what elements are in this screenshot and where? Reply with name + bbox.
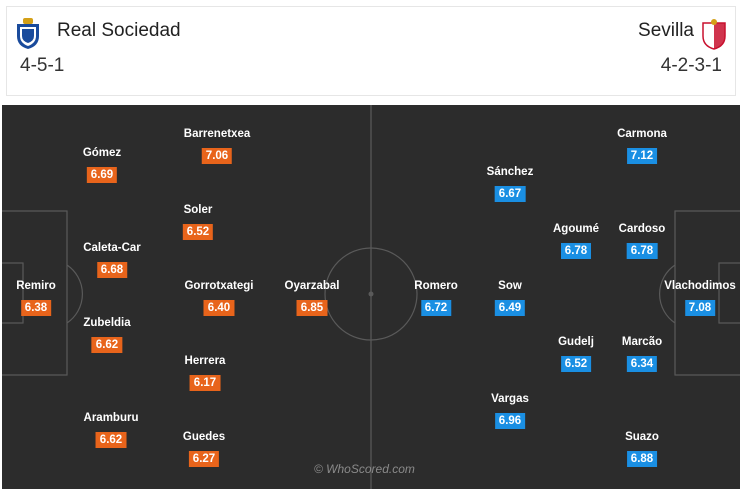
- player-rating: 6.78: [626, 243, 658, 259]
- player-cardoso[interactable]: Cardoso 6.78: [618, 223, 666, 259]
- real-sociedad-crest-icon: [14, 18, 42, 50]
- player-vargas[interactable]: Vargas 6.96: [491, 393, 529, 429]
- player-gudelj[interactable]: Gudelj 6.52: [558, 336, 594, 372]
- player-rating: 6.52: [560, 356, 592, 372]
- pitch-markings: [2, 105, 740, 489]
- player-herrera[interactable]: Herrera 6.17: [184, 355, 226, 391]
- match-header: [6, 6, 736, 96]
- player-rating: 6.62: [95, 432, 127, 448]
- away-team-name[interactable]: Sevilla: [638, 20, 694, 41]
- player-rating: 7.08: [684, 300, 716, 316]
- player-aramburu[interactable]: Aramburu 6.62: [83, 412, 139, 448]
- watermark: © WhoScored.com: [314, 462, 415, 476]
- sevilla-crest-icon: [700, 18, 728, 50]
- player-gomez[interactable]: Gómez 6.69: [83, 147, 121, 183]
- player-rating: 6.62: [91, 337, 123, 353]
- player-name: Caleta-Car: [83, 242, 141, 254]
- player-oyarzabal[interactable]: Oyarzabal 6.85: [284, 280, 340, 316]
- player-name: Aramburu: [83, 412, 139, 424]
- player-name: Cardoso: [618, 223, 666, 235]
- player-romero[interactable]: Romero 6.72: [414, 280, 458, 316]
- player-caleta-car[interactable]: Caleta-Car 6.68: [83, 242, 141, 278]
- player-remiro[interactable]: Remiro 6.38: [16, 280, 56, 316]
- home-formation: 4-5-1: [20, 55, 65, 76]
- player-guedes[interactable]: Guedes 6.27: [183, 431, 225, 467]
- player-rating: 6.88: [626, 451, 658, 467]
- pitch: Remiro 6.38 Gómez 6.69 Caleta-Car 6.68 Z…: [2, 105, 740, 489]
- player-name: Soler: [183, 204, 213, 216]
- player-name: Sow: [498, 280, 522, 292]
- player-rating: 6.17: [189, 375, 221, 391]
- player-soler[interactable]: Soler 6.52: [182, 204, 214, 240]
- player-name: Gudelj: [558, 336, 594, 348]
- player-name: Herrera: [184, 355, 226, 367]
- player-name: Sánchez: [486, 166, 534, 178]
- player-name: Barrenetxea: [183, 128, 251, 140]
- player-rating: 6.68: [96, 262, 128, 278]
- player-rating: 6.49: [494, 300, 526, 316]
- player-gorrotxategi[interactable]: Gorrotxategi 6.40: [184, 280, 254, 316]
- player-marcao[interactable]: Marcão 6.34: [622, 336, 662, 372]
- player-name: Remiro: [16, 280, 56, 292]
- player-name: Zubeldia: [83, 317, 131, 329]
- player-name: Suazo: [625, 431, 659, 443]
- player-rating: 6.72: [420, 300, 452, 316]
- player-rating: 6.27: [188, 451, 220, 467]
- home-team-name[interactable]: Real Sociedad: [57, 20, 181, 41]
- player-rating: 6.34: [626, 356, 658, 372]
- player-rating: 6.67: [494, 186, 526, 202]
- player-rating: 7.12: [626, 148, 658, 164]
- player-name: Romero: [414, 280, 458, 292]
- player-name: Vlachodimos: [664, 280, 736, 292]
- player-rating: 6.40: [203, 300, 235, 316]
- player-rating: 6.96: [494, 413, 526, 429]
- player-rating: 6.69: [86, 167, 118, 183]
- player-name: Carmona: [617, 128, 667, 140]
- player-name: Gorrotxategi: [184, 280, 254, 292]
- away-formation: 4-2-3-1: [660, 55, 722, 76]
- player-vlachodimos[interactable]: Vlachodimos 7.08: [664, 280, 736, 316]
- player-barrenetxea[interactable]: Barrenetxea 7.06: [184, 128, 250, 164]
- player-name: Vargas: [491, 393, 529, 405]
- player-name: Agoumé: [553, 223, 599, 235]
- player-name: Gómez: [82, 147, 122, 159]
- player-suazo[interactable]: Suazo 6.88: [625, 431, 659, 467]
- player-rating: 6.52: [182, 224, 214, 240]
- player-agoume[interactable]: Agoumé 6.78: [553, 223, 599, 259]
- player-zubeldia[interactable]: Zubeldia 6.62: [83, 317, 131, 353]
- player-name: Guedes: [182, 431, 226, 443]
- player-rating: 6.38: [20, 300, 52, 316]
- player-sow[interactable]: Sow 6.49: [494, 280, 526, 316]
- player-name: Oyarzabal: [284, 280, 340, 292]
- player-rating: 7.06: [201, 148, 233, 164]
- player-carmona[interactable]: Carmona 7.12: [617, 128, 667, 164]
- player-name: Marcão: [621, 336, 663, 348]
- player-rating: 6.78: [560, 243, 592, 259]
- player-sanchez[interactable]: Sánchez 6.67: [486, 166, 534, 202]
- player-rating: 6.85: [296, 300, 328, 316]
